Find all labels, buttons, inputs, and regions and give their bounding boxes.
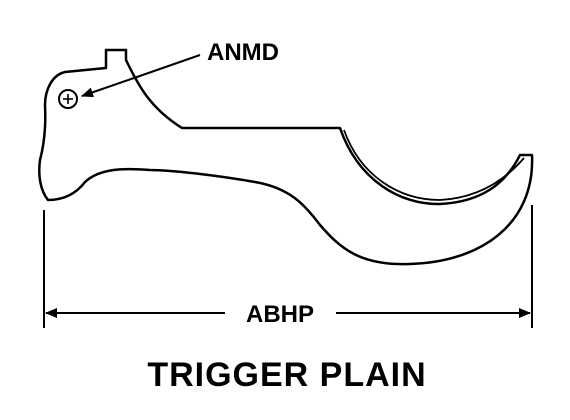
diagram-title: TRIGGER PLAIN <box>147 356 426 394</box>
part-callout-label: ANMD <box>207 39 279 66</box>
callout-leader <box>133 54 201 79</box>
dimension-label: ABHP <box>246 301 314 328</box>
hook-inner-curve <box>343 129 525 201</box>
callout-arrow <box>81 77 135 98</box>
trigger-outline <box>38 48 534 266</box>
